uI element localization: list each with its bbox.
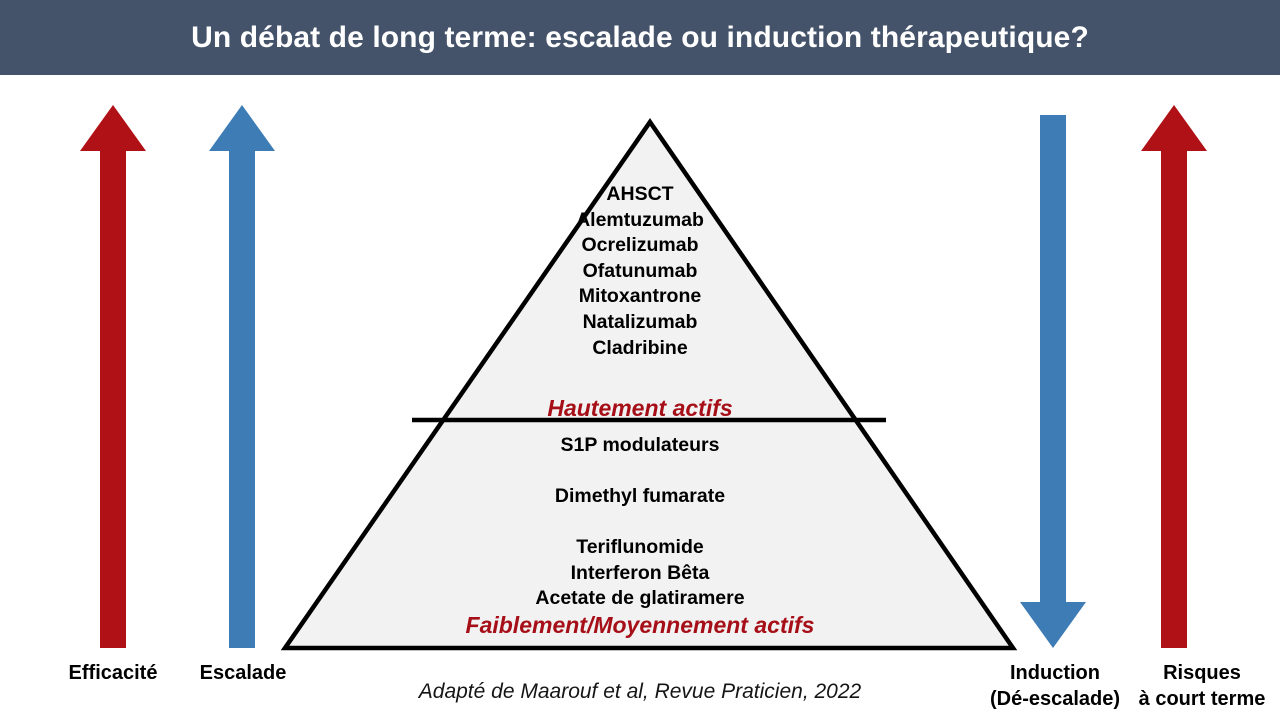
arrow-label-induction: Induction (Dé-escalade) (937, 660, 1173, 712)
arrow-label-efficacite: Efficacité (0, 660, 226, 686)
slide-header-bar: Un débat de long terme: escalade ou indu… (0, 0, 1280, 75)
arrow-label-line: à court terme (1138, 688, 1266, 710)
arrow-label-line: Escalade (199, 662, 287, 684)
arrow-label-risques: Risques à court terme (1124, 660, 1280, 712)
arrow-label-line: Induction (1010, 662, 1100, 684)
arrow-label-line: Risques (1163, 662, 1241, 684)
arrow-label-line: (Dé-escalade) (989, 688, 1121, 710)
arrow-risques (1141, 105, 1207, 648)
arrow-efficacite (80, 105, 146, 648)
arrow-label-escalade: Escalade (140, 660, 346, 686)
arrow-escalade (209, 105, 275, 648)
therapy-pyramid-graphic (80, 105, 1207, 651)
arrow-induction (1020, 115, 1086, 648)
arrow-label-line: Efficacité (68, 662, 158, 684)
page-title: Un débat de long terme: escalade ou indu… (191, 20, 1089, 54)
pyramid-triangle (280, 118, 1018, 651)
pyramid-figure-area: AHSCT Alemtuzumab Ocrelizumab Ofatunumab… (0, 75, 1280, 720)
